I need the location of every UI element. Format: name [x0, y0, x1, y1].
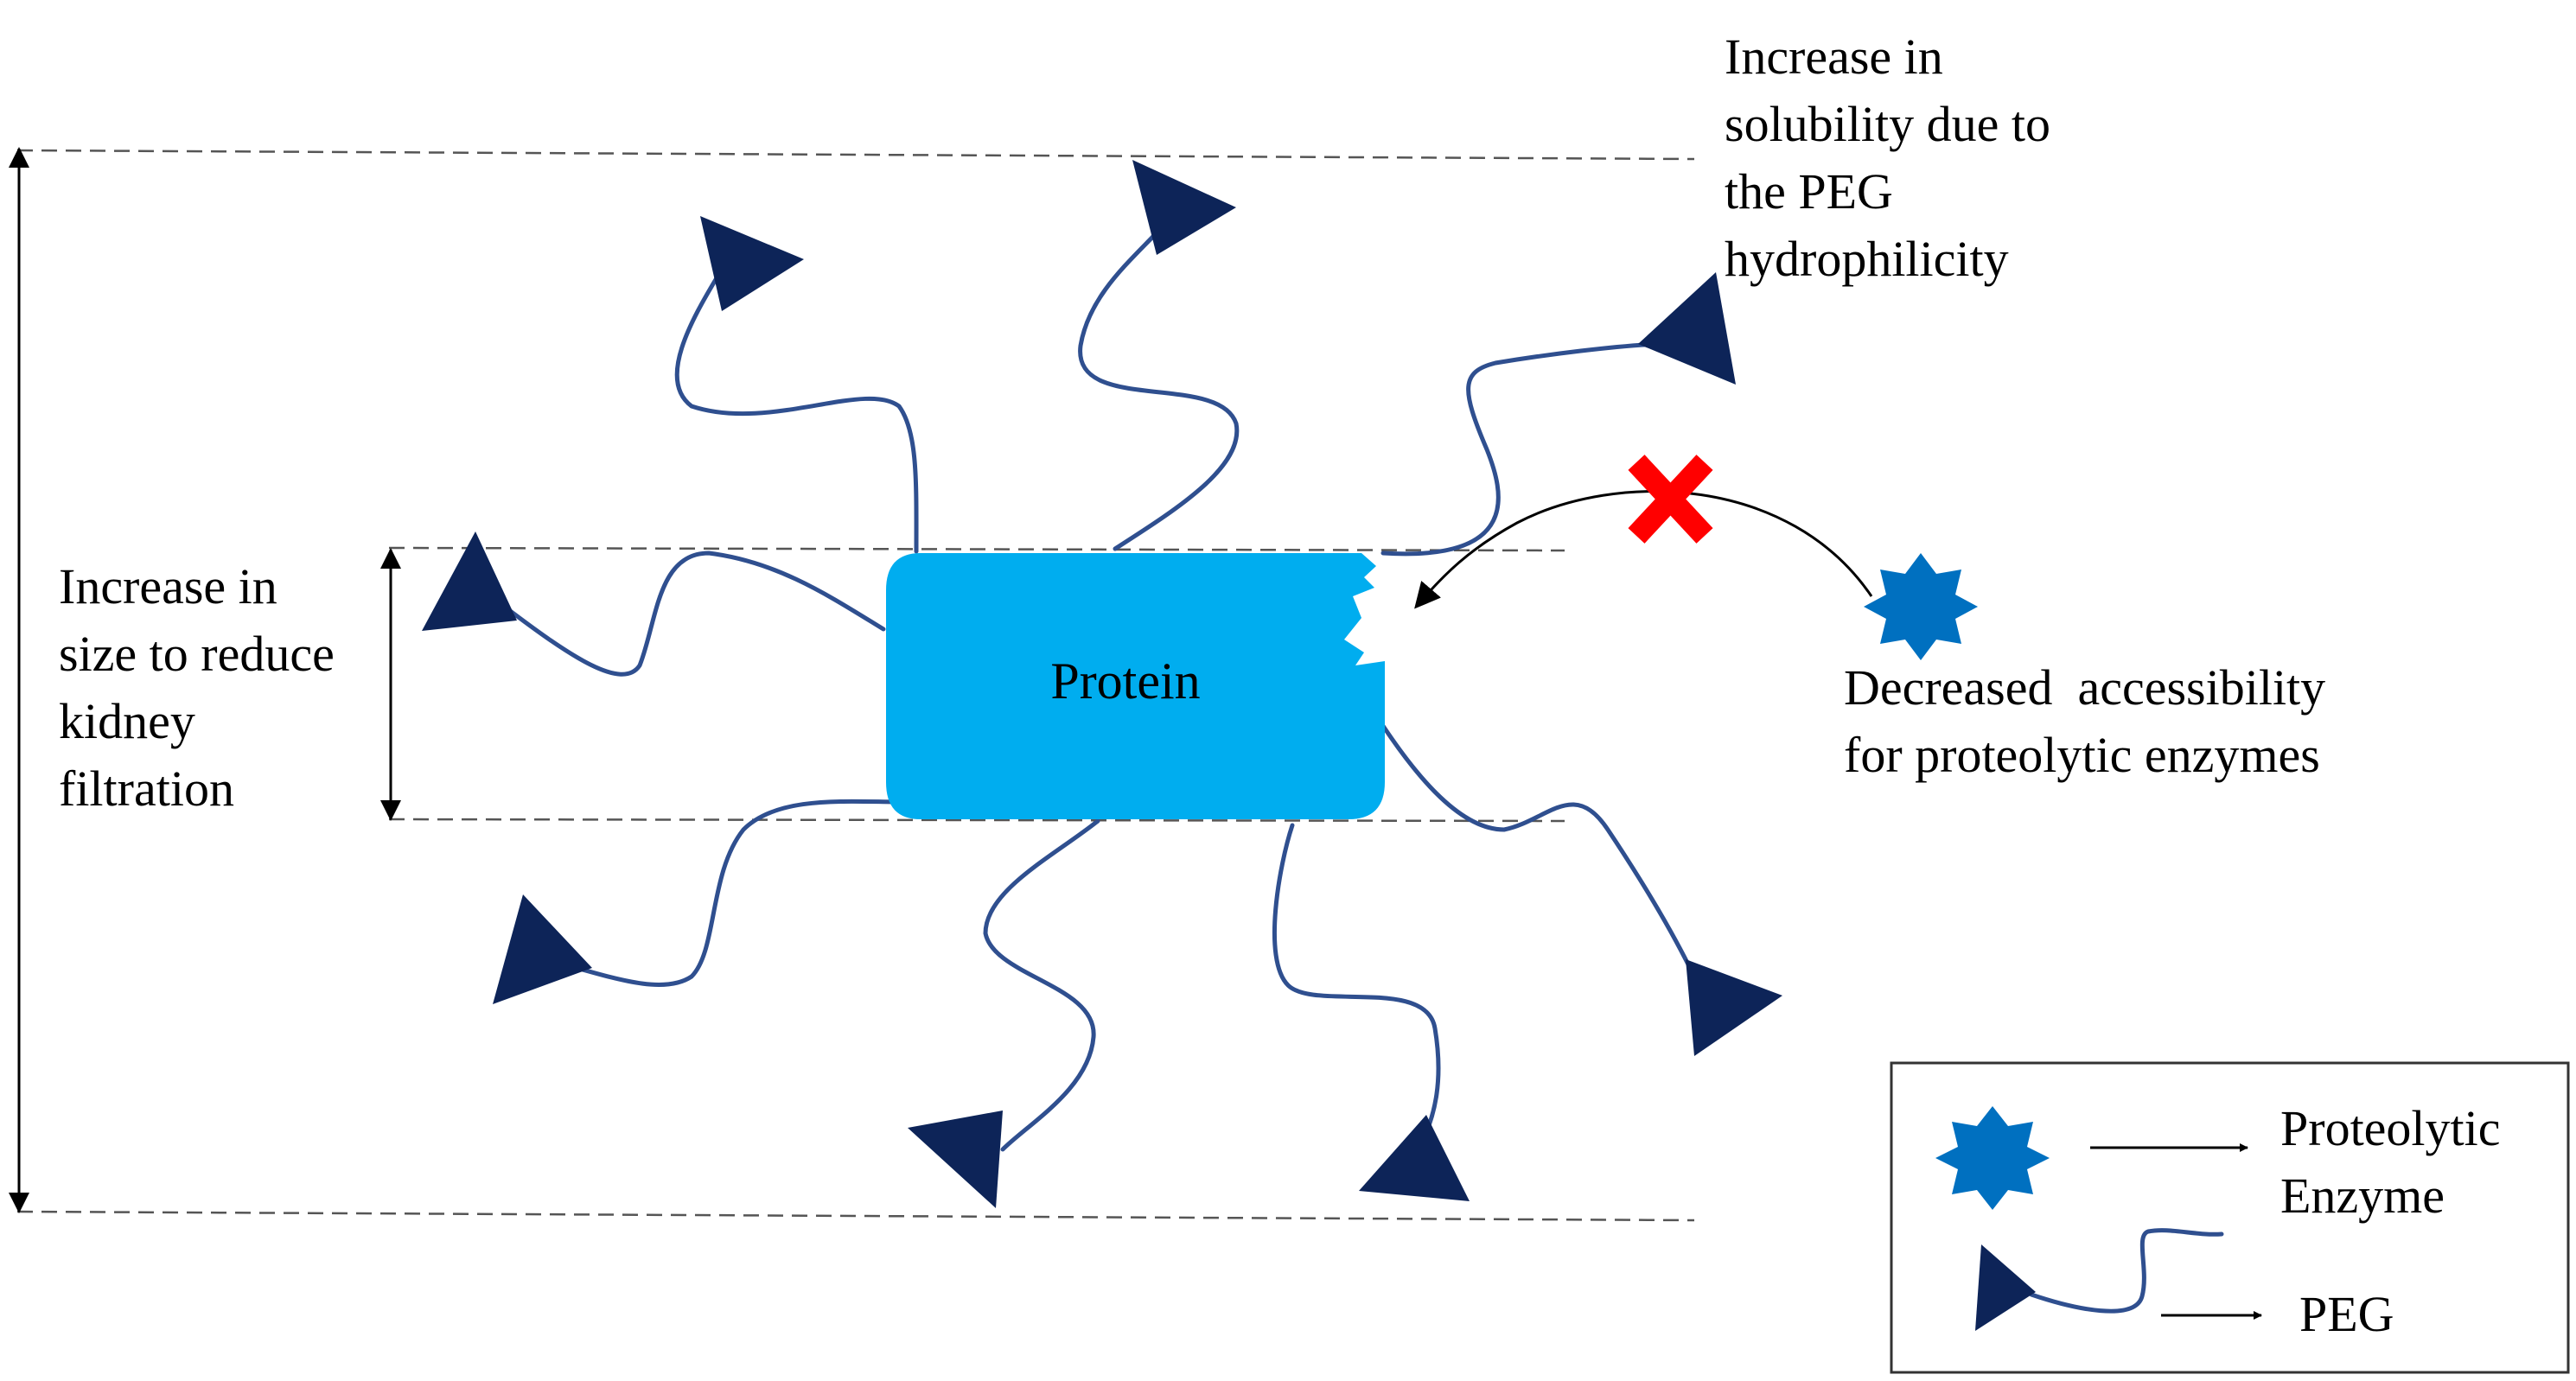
peg-triangle-icon: [700, 216, 804, 311]
outer-top-guide-line: [16, 149, 1695, 161]
accessibility-note: Decreased accessibility for proteolytic …: [1844, 659, 2388, 783]
solubility-note-line: the PEG: [1725, 163, 1893, 220]
size-note: Increase in size to reduce kidney filtra…: [59, 558, 347, 817]
peg-triangle-icon: [1638, 272, 1736, 385]
legend-peg-label: PEG: [2299, 1286, 2394, 1342]
peg-triangle-icon: [908, 1111, 1003, 1208]
enzyme-star-icon: [1935, 1106, 2050, 1210]
peg-chain: [568, 799, 906, 987]
legend-box: [1890, 1061, 2570, 1374]
size-note-line: filtration: [59, 761, 234, 817]
peg-chain: [983, 818, 1100, 1152]
peg-chain: [503, 550, 886, 677]
legend-peg-chain: [2029, 1228, 2224, 1314]
accessibility-note-line: for proteolytic enzymes: [1844, 727, 2320, 783]
size-note-line: Increase in: [59, 558, 277, 614]
legend: Proteolytic Enzyme PEG: [1890, 1061, 2570, 1374]
peg-triangle-icon: [1132, 160, 1236, 255]
solubility-note: Increase in solubility due to the PEG hy…: [1725, 29, 2063, 287]
peg-triangle-icon: [493, 894, 592, 1004]
legend-enzyme-label: Proteolytic Enzyme: [2280, 1100, 2513, 1224]
blocked-cross-icon: [1628, 455, 1713, 544]
peg-chain: [1380, 723, 1693, 971]
legend-enzyme-line: Enzyme: [2280, 1168, 2445, 1224]
peg-triangle-icon: [1975, 1244, 2036, 1331]
legend-enzyme-line: Proteolytic: [2280, 1100, 2501, 1156]
protein-label: Protein: [1050, 652, 1200, 710]
peg-chain: [1380, 341, 1662, 557]
peg-chain: [1272, 823, 1441, 1145]
enzyme-star-icon: [1864, 553, 1978, 660]
solubility-note-line: solubility due to: [1725, 96, 2050, 152]
inner-top-guide-line: [388, 546, 1565, 552]
accessibility-note-line: Decreased accessibility: [1844, 659, 2325, 716]
protein-block: [886, 553, 1385, 819]
solubility-note-line: hydrophilicity: [1725, 231, 2009, 287]
blocked-access-arrow: [1414, 490, 1873, 609]
size-note-line: size to reduce: [59, 626, 335, 682]
solubility-note-line: Increase in: [1725, 29, 1943, 85]
inner-bottom-guide-line: [388, 818, 1565, 823]
size-note-line: kidney: [59, 693, 195, 749]
outer-bottom-guide-line: [16, 1210, 1695, 1222]
peg-chain: [674, 274, 919, 554]
outer-size-arrow: [9, 147, 29, 1213]
peg-triangle-icon: [1686, 959, 1782, 1056]
inner-size-arrow: [380, 548, 401, 821]
peg-triangle-icon: [1359, 1115, 1470, 1201]
peg-triangle-icon: [422, 531, 517, 631]
peg-chain: [1078, 224, 1240, 551]
